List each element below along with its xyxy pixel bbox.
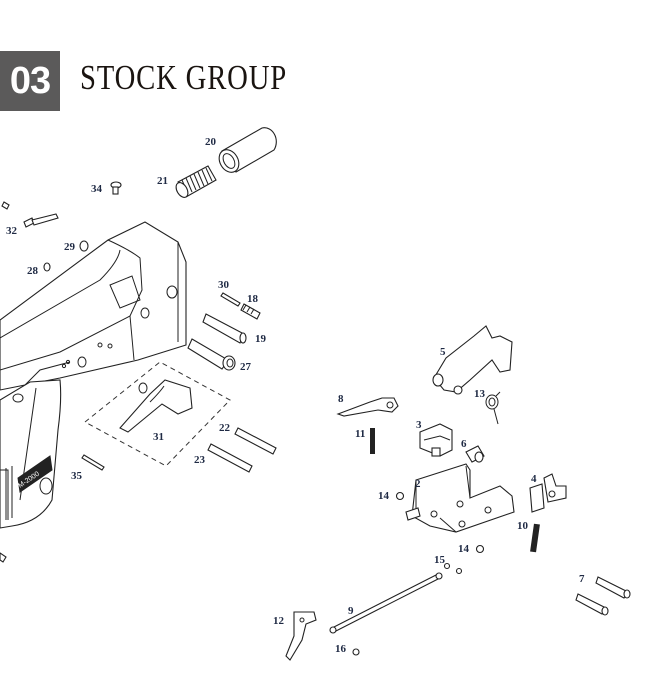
label-part-23: 23 (194, 454, 206, 466)
part-3-block[interactable] (419, 423, 453, 457)
part-34-screw[interactable] (110, 181, 122, 195)
part-small-pin[interactable] (0, 552, 7, 563)
section-number-badge: 03 (0, 51, 60, 111)
part-9-rod[interactable] (329, 572, 443, 634)
label-part-19: 19 (255, 333, 267, 345)
label-part-10: 10 (517, 520, 529, 532)
part-22-pin[interactable] (234, 427, 277, 455)
part-pistol-grip[interactable]: M-2000 (0, 379, 62, 529)
part-21-spring[interactable] (174, 165, 217, 199)
part-31-selector[interactable] (119, 379, 193, 433)
part-32-bolt[interactable] (23, 213, 59, 228)
label-part-32: 32 (6, 225, 18, 237)
part-4-trigger[interactable] (529, 473, 567, 513)
label-part-14-a: 14 (378, 490, 390, 502)
part-35-pin[interactable] (81, 454, 105, 471)
part-13-spring[interactable] (485, 391, 501, 425)
part-15-nut-b[interactable] (455, 567, 463, 575)
part-receiver-body[interactable] (0, 221, 187, 406)
part-28-oring[interactable] (43, 262, 51, 272)
part-8-sear[interactable] (336, 397, 399, 417)
part-7-pins[interactable] (575, 576, 631, 616)
label-part-34: 34 (91, 183, 103, 195)
label-part-35: 35 (71, 470, 83, 482)
part-31-group-outline (84, 361, 231, 467)
part-14-screw-b[interactable] (475, 544, 485, 554)
label-part-20: 20 (205, 136, 217, 148)
part-11-spring[interactable] (370, 428, 375, 454)
section-title: STOCK GROUP (80, 58, 288, 97)
part-20-tube[interactable] (215, 127, 277, 176)
part-19-pin[interactable] (202, 313, 247, 344)
label-part-6: 6 (461, 438, 467, 450)
label-part-13: 13 (474, 388, 486, 400)
part-2-housing[interactable] (405, 463, 515, 533)
label-part-7: 7 (579, 573, 585, 585)
label-part-2: 2 (415, 478, 421, 490)
part-12-lever[interactable] (285, 611, 317, 661)
label-part-16: 16 (335, 643, 347, 655)
label-part-21: 21 (157, 175, 168, 187)
label-part-3: 3 (416, 419, 422, 431)
label-part-8: 8 (338, 393, 344, 405)
label-part-27: 27 (240, 361, 252, 373)
part-29-oring[interactable] (79, 240, 89, 252)
part-5-hammer[interactable] (432, 325, 513, 395)
label-part-5: 5 (440, 346, 446, 358)
label-part-14-b: 14 (458, 543, 470, 555)
part-small-screw[interactable] (1, 201, 10, 210)
part-30-pin[interactable] (220, 292, 241, 307)
label-part-4: 4 (531, 473, 537, 485)
label-part-28: 28 (27, 265, 39, 277)
label-part-15: 15 (434, 554, 446, 566)
label-part-31: 31 (153, 431, 164, 443)
part-23-pin[interactable] (207, 443, 253, 473)
label-part-12: 12 (273, 615, 285, 627)
label-part-9: 9 (348, 605, 354, 617)
label-part-22: 22 (219, 422, 231, 434)
part-27-pin[interactable] (187, 338, 236, 371)
label-part-29: 29 (64, 241, 76, 253)
part-15-nut-a[interactable] (443, 562, 451, 570)
part-18-spring[interactable] (240, 303, 261, 320)
part-14-screw-a[interactable] (395, 491, 405, 501)
label-part-30: 30 (218, 279, 230, 291)
label-part-11: 11 (355, 428, 365, 440)
part-10-spring[interactable] (530, 523, 540, 553)
label-part-18: 18 (247, 293, 259, 305)
part-16-screw[interactable] (352, 648, 360, 656)
part-6-pin[interactable] (465, 445, 485, 463)
